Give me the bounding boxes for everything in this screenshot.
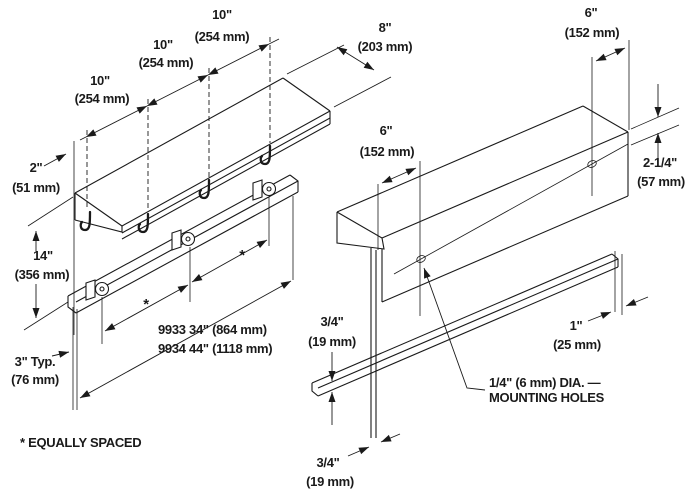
dim-10-3-mm: (254 mm) <box>195 29 250 44</box>
mop-holder-icon <box>252 179 277 201</box>
right-extension-lines <box>377 40 630 316</box>
dim-2-quarter-mm: (57 mm) <box>637 174 685 189</box>
dim-10-2-in: 10" <box>153 37 173 52</box>
dim-10-1-mm: (254 mm) <box>75 91 130 106</box>
dim-6-right-mm: (152 mm) <box>565 25 620 40</box>
right-view-rear-isometric: 6" (152 mm) 6" (152 mm) 2-1/4" (57 mm) 3… <box>306 5 685 489</box>
dim-10-1-in: 10" <box>90 73 110 88</box>
dim-6-left-mm: (152 mm) <box>360 144 415 159</box>
model-length-9934: 9934 44" (1118 mm) <box>158 341 272 356</box>
dim-3-4-top-in: 3/4" <box>320 314 343 329</box>
dim-1 <box>587 296 649 322</box>
dim-2-leader <box>43 153 67 167</box>
dim-3typ-leader <box>51 350 70 358</box>
dim-2-quarter <box>630 84 680 160</box>
rag-hooks <box>79 144 272 234</box>
dim-1-in: 1" <box>570 318 583 333</box>
dim-10-2-mm: (254 mm) <box>139 55 194 70</box>
dim-8-mm: (203 mm) <box>358 39 413 54</box>
model-length-9933: 9933 34" (864 mm) <box>158 322 267 337</box>
dim-14-mm: (356 mm) <box>15 267 70 282</box>
right-view-labels: 6" (152 mm) 6" (152 mm) 2-1/4" (57 mm) 3… <box>306 5 685 489</box>
dim-1-mm: (25 mm) <box>553 337 601 352</box>
dim-3-4-bottom <box>347 433 401 457</box>
spacing-star-2: * <box>239 247 245 264</box>
dim-10-3-in: 10" <box>212 7 232 22</box>
rag-hook-icon <box>137 212 150 234</box>
mop-holder-icon <box>171 229 196 251</box>
dim-6-left-in: 6" <box>380 123 393 138</box>
dim-14-height <box>23 196 74 331</box>
dim-6-right-arrow <box>595 47 626 62</box>
left-view-labels: 10" (254 mm) 10" (254 mm) 10" (254 mm) 8… <box>11 7 413 450</box>
rag-hook-icon <box>79 210 92 232</box>
dim-3typ-mm: (76 mm) <box>11 372 59 387</box>
dim-3-4-bottom-in: 3/4" <box>316 455 339 470</box>
mounting-hole-icon <box>587 160 597 168</box>
equally-spaced-note: * EQUALLY SPACED <box>20 435 141 450</box>
dim-6-left-arrow <box>381 167 417 184</box>
holes-note-line2: MOUNTING HOLES <box>489 390 605 405</box>
mounting-holes-leader <box>423 267 486 391</box>
dim-8-depth <box>286 44 392 108</box>
bottom-rail-outline <box>311 253 619 397</box>
dim-10-chain <box>79 38 280 141</box>
left-view-front-isometric: 10" (254 mm) 10" (254 mm) 10" (254 mm) 8… <box>11 7 413 450</box>
dim-8-in: 8" <box>379 20 392 35</box>
dim-14-in: 14" <box>33 248 53 263</box>
dim-2-in: 2" <box>30 160 43 175</box>
wall-lines <box>370 248 377 438</box>
rag-hook-icon <box>198 178 211 200</box>
dim-3-4-top-mm: (19 mm) <box>308 334 356 349</box>
dim-overall-length <box>79 280 292 399</box>
dim-3typ-in: 3" Typ. <box>15 354 56 369</box>
holes-note-line1: 1/4" (6 mm) DIA. — <box>489 375 601 390</box>
dim-3-4-bottom-mm: (19 mm) <box>306 474 354 489</box>
rag-hook-icon <box>259 144 272 166</box>
dim-2-mm: (51 mm) <box>12 180 60 195</box>
dim-2-quarter-in: 2-1/4" <box>643 155 677 170</box>
spacing-star-1: * <box>143 296 149 313</box>
left-extension-lines <box>72 37 294 410</box>
dim-6-right-in: 6" <box>585 5 598 20</box>
